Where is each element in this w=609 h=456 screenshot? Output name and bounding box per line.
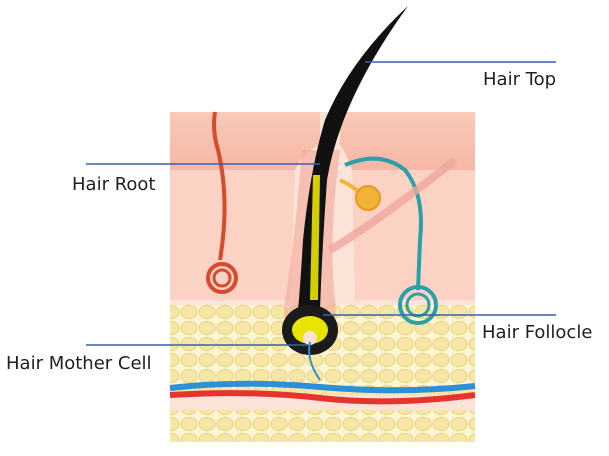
- fat-bottom: [170, 410, 475, 442]
- nerve: [344, 156, 438, 325]
- artery: [169, 390, 476, 405]
- arrector-pili-muscle: [327, 156, 458, 254]
- sweat-gland: [206, 111, 238, 294]
- label-hair-top: Hair Top: [483, 69, 557, 90]
- label-hair-root: Hair Root: [72, 174, 156, 195]
- vein: [169, 380, 476, 394]
- hair-core: [310, 175, 320, 300]
- label-hair-follicle: Hair Follocle: [482, 322, 593, 343]
- hair-bulb: [282, 305, 338, 381]
- label-hair-mother-cell: Hair Mother Cell: [6, 353, 152, 374]
- hair-shaft: [298, 6, 408, 310]
- epidermis-layer: [170, 112, 475, 170]
- sebaceous-gland: [339, 178, 381, 211]
